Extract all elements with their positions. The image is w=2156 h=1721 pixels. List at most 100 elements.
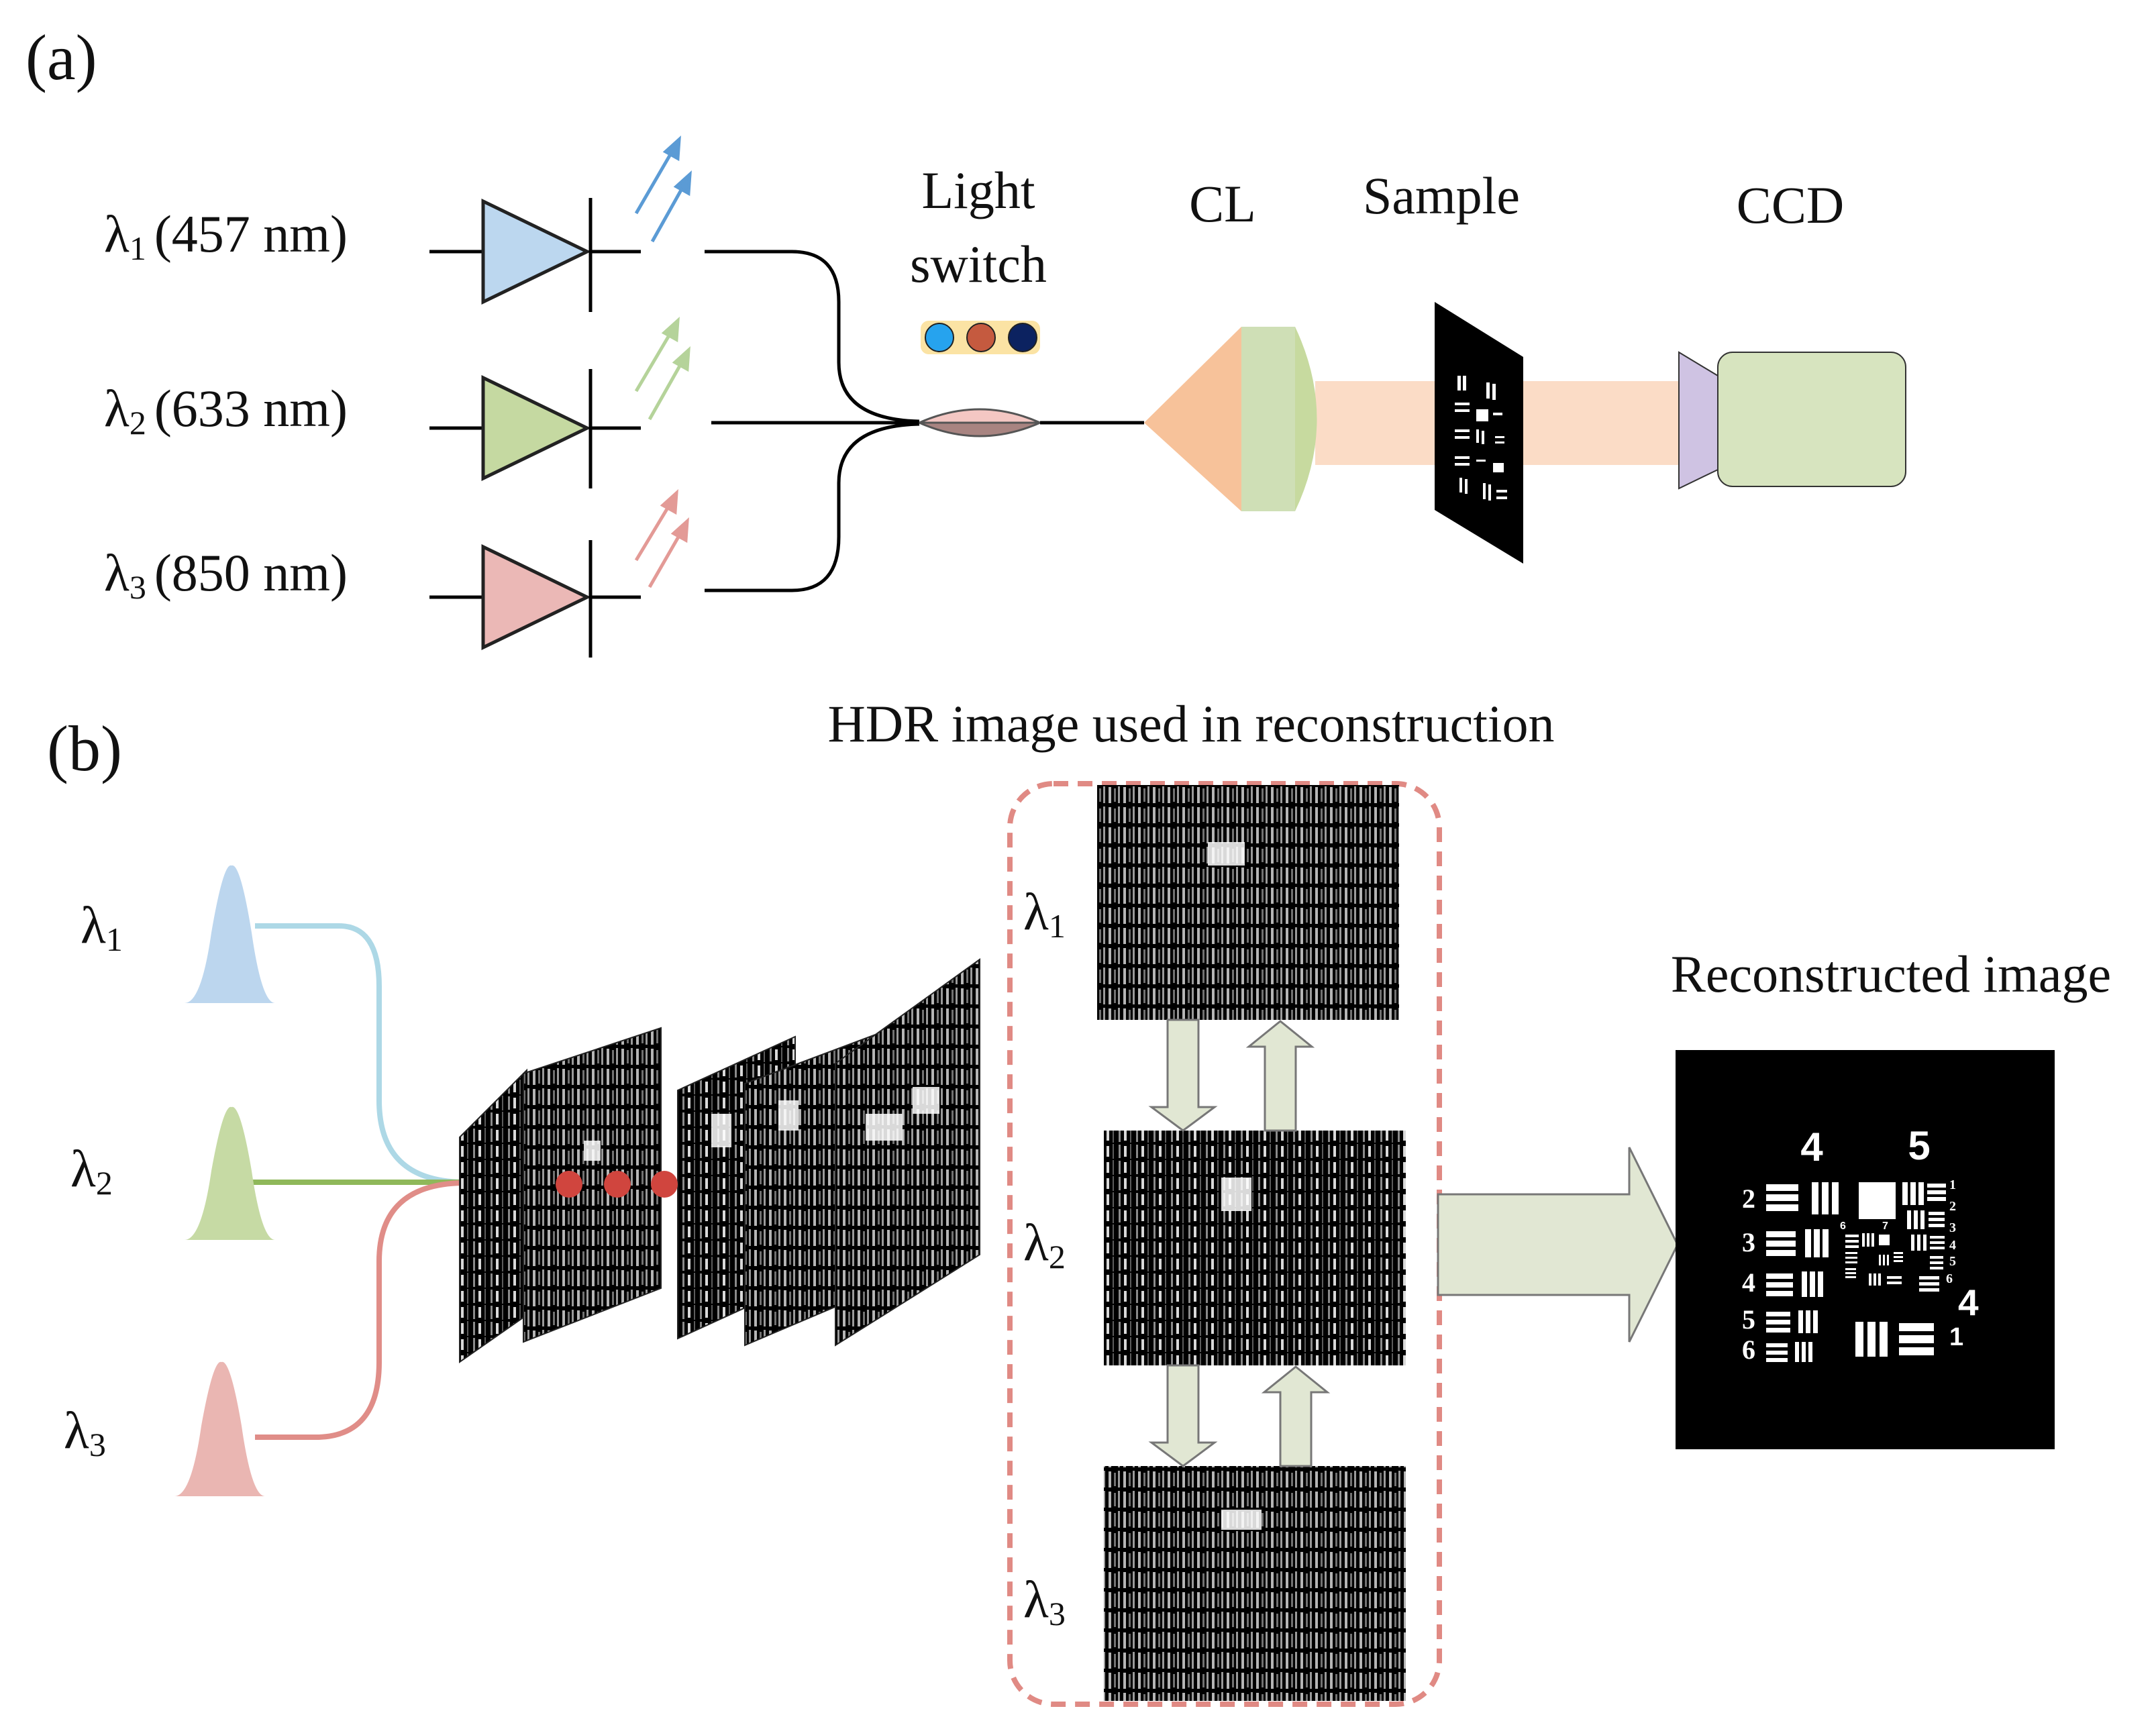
hdr-title: HDR image used in reconstruction (827, 694, 1554, 753)
beam-to-ccd (1523, 381, 1679, 465)
switch-dot-brown (966, 323, 996, 352)
hdr-image-2 (1104, 1131, 1406, 1365)
source-b1-label: λ1 (81, 896, 123, 958)
source-b1-symbol: λ (81, 896, 106, 954)
hdr-row-3-subscript: 3 (1049, 1595, 1066, 1632)
ellipsis-dot-2 (604, 1171, 631, 1198)
sample-label: Sample (1363, 166, 1520, 225)
source-curve-3 (255, 1180, 464, 1440)
sample-target-pattern (1455, 376, 1507, 501)
source-3-symbol: λ (104, 543, 130, 602)
captured-frame-5 (835, 958, 980, 1347)
target-left-2: 2 (1742, 1184, 1755, 1214)
collimating-lens: CL (1144, 174, 1449, 511)
diode-2-triangle (481, 375, 591, 481)
beam-to-sample (1315, 381, 1449, 465)
switch-dot-blue (925, 323, 954, 352)
light-switch-label-line1: Light (922, 161, 1035, 219)
hdr-row-2-label: λ2 (1023, 1213, 1066, 1275)
target-bars (1766, 1182, 1946, 1362)
fiber-1 (705, 250, 920, 423)
light-switch-label-line2: switch (910, 235, 1047, 293)
source-2: λ2(633 nm) (104, 316, 690, 488)
panel-a: (a) λ1(457 nm) λ2(633 nm) (25, 21, 1906, 658)
usaf-target: 4 5 2 3 4 5 6 1 2 3 4 5 6 4 (1742, 1123, 1979, 1365)
hdr-row-3-symbol: λ (1023, 1570, 1049, 1628)
up-arrow-2 (1261, 1365, 1331, 1467)
source-2-wavelength: (633 nm) (154, 379, 348, 437)
peak-3 (174, 1361, 265, 1496)
frame-highlights (584, 1087, 939, 1161)
cl-label: CL (1189, 174, 1256, 233)
source-3-wavelength: (850 nm) (154, 543, 348, 602)
source-curve-1 (255, 923, 464, 1185)
source-3: λ3(850 nm) (104, 488, 689, 658)
hdr-row-2-symbol: λ (1023, 1213, 1049, 1271)
lens-curve (1295, 327, 1317, 511)
hdr-row-1-label: λ1 (1023, 882, 1066, 945)
peak-1 (185, 865, 275, 1003)
source-b2-label: λ2 (70, 1139, 113, 1202)
down-arrow-2 (1148, 1364, 1218, 1467)
ccd-label: CCD (1737, 176, 1844, 234)
ccd-front (1678, 351, 1718, 490)
hdr-exchange-arrows (1148, 1019, 1331, 1467)
target-small-6: 6 (1840, 1220, 1846, 1232)
spectrum-sources: λ1 λ2 λ3 (64, 865, 464, 1496)
target-right-3: 3 (1949, 1220, 1956, 1235)
panel-b: (b) λ1 λ2 λ3 (47, 694, 2111, 1707)
ellipsis-dot-3 (651, 1171, 678, 1198)
hdr-highlights (1208, 842, 1262, 1530)
hdr-image-1 (1097, 785, 1399, 1020)
up-arrow-1 (1245, 1020, 1315, 1132)
target-big-4: 4 (1958, 1282, 1979, 1323)
target-right-4: 4 (1949, 1238, 1956, 1253)
reconstructed-title: Reconstructed image (1671, 945, 2111, 1003)
target-left-4: 4 (1742, 1267, 1755, 1298)
source-2-subscript: 2 (130, 404, 146, 441)
source-b3-subscript: 3 (89, 1426, 106, 1463)
source-1-label: λ1(457 nm) (104, 205, 348, 267)
emission-arrows-3 (634, 488, 689, 588)
source-b3-label: λ3 (64, 1401, 106, 1463)
source-b2-subscript: 2 (96, 1164, 113, 1202)
source-2-symbol: λ (104, 379, 130, 437)
fiber-3 (705, 422, 920, 592)
target-group-4: 4 (1800, 1125, 1823, 1169)
target-big-1: 1 (1949, 1323, 1963, 1351)
diode-1-triangle (481, 199, 591, 305)
hdr-column: HDR image used in reconstruction λ1 λ2 λ… (827, 694, 1555, 1707)
reconstructed-image (1676, 1050, 2055, 1449)
target-right-numbers: 1 2 3 4 5 6 (1946, 1178, 1956, 1286)
source-3-label: λ3(850 nm) (104, 543, 348, 606)
switch-dot-navy (1008, 323, 1037, 352)
captured-frame-1 (459, 1068, 527, 1363)
target-group-5: 5 (1908, 1123, 1930, 1168)
hdr-row-3-label: λ3 (1023, 1570, 1066, 1632)
hdr-row-1-subscript: 1 (1049, 907, 1066, 945)
source-b1-subscript: 1 (106, 921, 123, 958)
reconstructed-image-panel: Reconstructed image 4 5 2 3 4 5 6 1 2 3 … (1671, 945, 2111, 1449)
coupler-top (919, 408, 1041, 424)
coupler-bottom (919, 421, 1041, 437)
light-switch: Light switch (910, 161, 1047, 354)
captured-frame-stack (459, 958, 980, 1363)
panel-a-label: (a) (25, 21, 97, 93)
light-cone (1144, 327, 1241, 511)
fiber-combiner (705, 250, 1144, 592)
emission-arrows-2 (634, 316, 690, 421)
source-2-label: λ2(633 nm) (104, 379, 348, 441)
source-3-subscript: 3 (130, 568, 146, 606)
peak-2 (185, 1106, 275, 1240)
source-1-subscript: 1 (130, 229, 146, 267)
ccd-camera: CCD (1523, 176, 1906, 490)
emission-arrows-1 (634, 135, 692, 243)
sample: Sample (1363, 166, 1523, 564)
target-right-5: 5 (1949, 1254, 1956, 1269)
target-right-1: 1 (1949, 1178, 1956, 1192)
source-1-wavelength: (457 nm) (154, 205, 348, 263)
hdr-row-1-symbol: λ (1023, 882, 1049, 941)
panel-b-label: (b) (47, 713, 122, 784)
source-b2-symbol: λ (70, 1139, 96, 1198)
